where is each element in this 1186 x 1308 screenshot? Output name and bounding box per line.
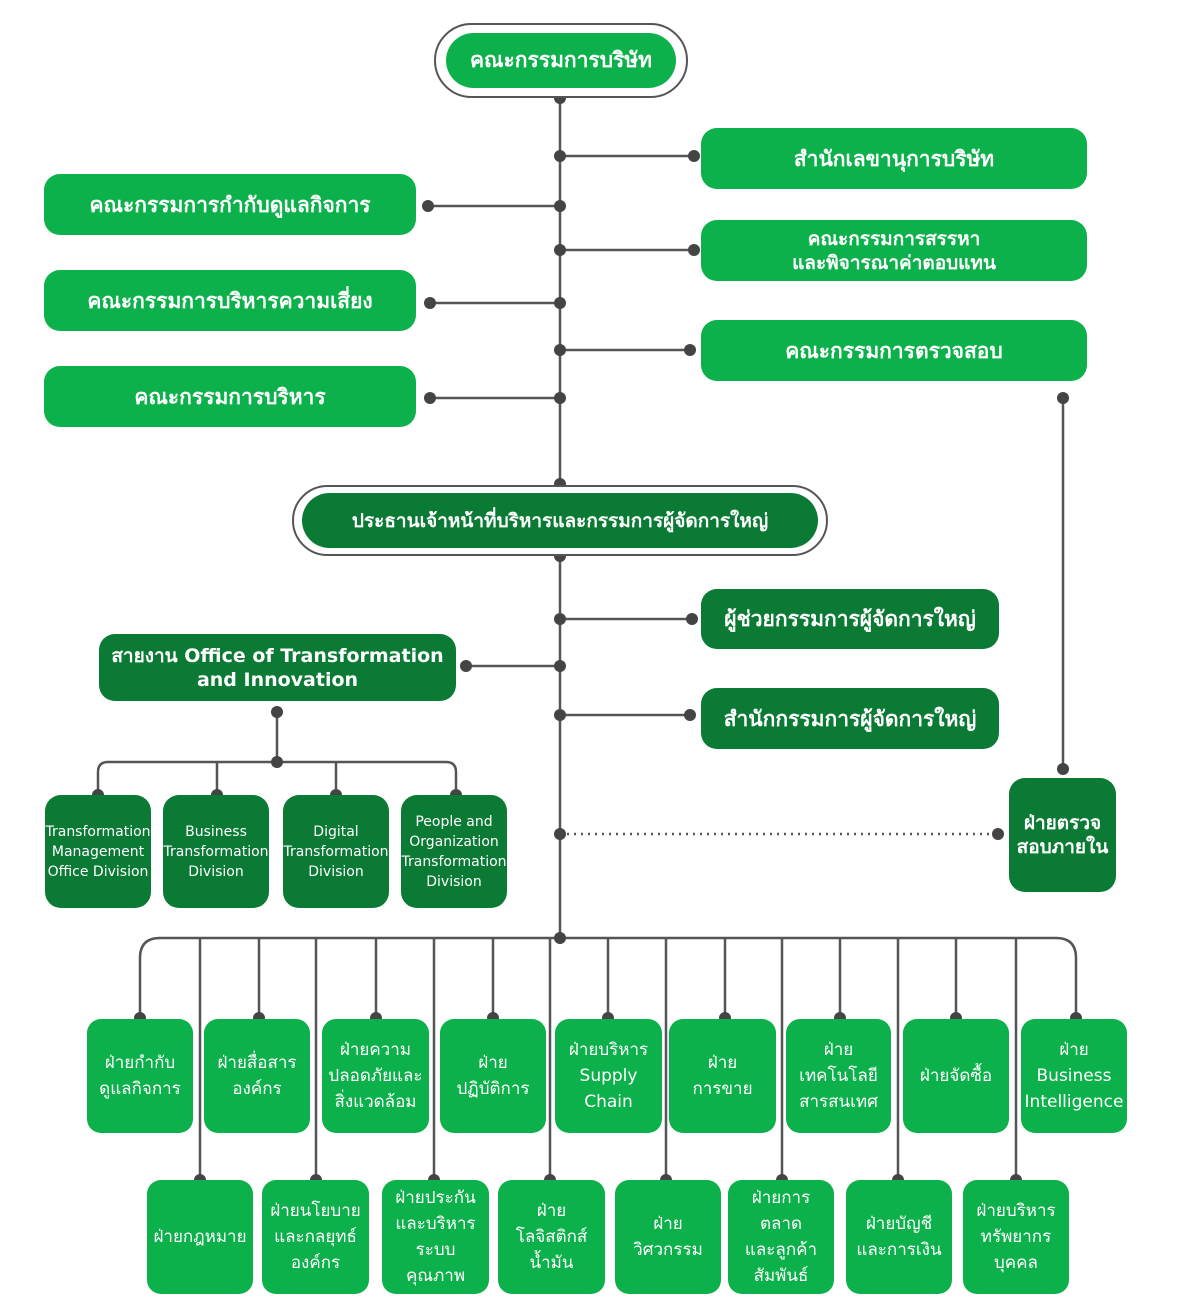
division-node: ฝ่ายจัดซื้อ [903,1019,1009,1133]
division-node: ฝ่ายบัญชี และการเงิน [846,1180,952,1294]
division-node: ฝ่ายบริหาร ทรัพยากร บุคคล [963,1180,1069,1294]
assistant-president-node: ผู้ช่วยกรรมการผู้จัดการใหญ่ [701,589,999,649]
nomination-committee-label: คณะกรรมการสรรหา และพิจารณาค่าตอบแทน [792,227,996,274]
people-transformation-label: People and Organization Transformation D… [401,813,507,890]
risk-committee-node: คณะกรรมการบริหารความเสี่ยง [44,270,416,331]
business-transformation-label: Business Transformation Division [163,823,269,880]
internal-audit-node: ฝ่ายตรวจ สอบภายใน [1009,778,1116,892]
division-node: ฝ่าย การขาย [669,1019,776,1133]
division-label: ฝ่าย ปฏิบัติการ [456,1053,530,1099]
division-node: ฝ่าย Business Intelligence [1021,1019,1127,1133]
assistant-president-label: ผู้ช่วยกรรมการผู้จัดการใหญ่ [724,607,976,631]
company-secretary-label: สำนักเลขานุการบริษัท [793,146,995,171]
division-node: ฝ่ายประกัน และบริหาร ระบบคุณภาพ [382,1180,489,1294]
company-secretary-node: สำนักเลขานุการบริษัท [701,128,1087,189]
transformation-office-node: สายงาน Office of Transformation and Inno… [99,634,456,701]
internal-audit-label: ฝ่ายตรวจ สอบภายใน [1016,812,1109,858]
division-label: ฝ่ายนโยบาย และกลยุทธ์ องค์กร [270,1201,361,1273]
division-label: ฝ่าย เทคโนโลยี สารสนเทศ [799,1040,878,1112]
division-label: ฝ่าย โลจิสติกส์ น้ำมัน [515,1201,588,1273]
division-node: ฝ่ายความ ปลอดภัยและ สิ่งแวดล้อม [322,1019,429,1133]
board-label: คณะกรรมการบริษัท [469,48,652,72]
governance-committee-node: คณะกรรมการกำกับดูแลกิจการ [44,174,416,235]
division-label: ฝ่ายจัดซื้อ [919,1066,993,1086]
division-node: ฝ่าย ปฏิบัติการ [440,1019,546,1133]
division-node: ฝ่าย โลจิสติกส์ น้ำมัน [498,1180,605,1294]
division-node: ฝ่ายกฎหมาย [147,1180,253,1294]
division-label: ฝ่ายกำกับ ดูแลกิจการ [99,1053,181,1099]
transformation-division-label: Transformation Management Office Divisio… [45,823,151,880]
division-label: ฝ่ายบริหาร Supply Chain [568,1040,649,1112]
digital-transformation-label: Digital Transformation Division [283,823,389,880]
president-office-node: สำนักกรรมการผู้จัดการใหญ่ [701,688,999,749]
division-label: ฝ่ายประกัน และบริหาร ระบบคุณภาพ [395,1188,476,1286]
governance-committee-label: คณะกรรมการกำกับดูแลกิจการ [89,192,371,217]
digital-transformation-node: Digital Transformation Division [283,795,389,908]
division-label: ฝ่ายความ ปลอดภัยและ สิ่งแวดล้อม [328,1040,423,1112]
division-node: ฝ่ายการตลาด และลูกค้า สัมพันธ์ [728,1180,834,1294]
business-transformation-node: Business Transformation Division [163,795,269,908]
division-label: ฝ่ายการตลาด และลูกค้า สัมพันธ์ [744,1188,818,1286]
transformation-office-label: สายงาน Office of Transformation and Inno… [111,644,444,691]
ceo-node: ประธานเจ้าหน้าที่บริหารและกรรมการผู้จัดก… [302,493,818,548]
division-label: ฝ่ายบัญชี และการเงิน [856,1214,942,1260]
risk-committee-label: คณะกรรมการบริหารความเสี่ยง [87,288,373,313]
people-transformation-node: People and Organization Transformation D… [401,795,507,908]
division-node: ฝ่ายสื่อสาร องค์กร [204,1019,310,1133]
ceo-label: ประธานเจ้าหน้าที่บริหารและกรรมการผู้จัดก… [351,509,769,532]
division-node: ฝ่ายบริหาร Supply Chain [555,1019,662,1133]
president-office-label: สำนักกรรมการผู้จัดการใหญ่ [723,706,977,731]
division-label: ฝ่ายกฎหมาย [153,1227,247,1247]
executive-committee-label: คณะกรรมการบริหาร [134,384,326,409]
nomination-committee-node: คณะกรรมการสรรหา และพิจารณาค่าตอบแทน [701,220,1087,281]
division-node: ฝ่าย เทคโนโลยี สารสนเทศ [786,1019,891,1133]
division-node: ฝ่าย วิศวกรรม [615,1180,721,1294]
transformation-division-node: Transformation Management Office Divisio… [45,795,151,908]
division-label: ฝ่าย การขาย [692,1053,753,1099]
division-label: ฝ่าย Business Intelligence [1024,1040,1124,1112]
executive-committee-node: คณะกรรมการบริหาร [44,366,416,427]
division-node: ฝ่ายนโยบาย และกลยุทธ์ องค์กร [262,1180,369,1294]
division-label: ฝ่ายบริหาร ทรัพยากร บุคคล [976,1201,1056,1273]
division-label: ฝ่าย วิศวกรรม [633,1214,703,1260]
audit-committee-label: คณะกรรมการตรวจสอบ [785,338,1003,363]
audit-committee-node: คณะกรรมการตรวจสอบ [701,320,1087,381]
division-node: ฝ่ายกำกับ ดูแลกิจการ [87,1019,193,1133]
board-of-directors-node: คณะกรรมการบริษัท [446,33,676,88]
division-label: ฝ่ายสื่อสาร องค์กร [217,1053,297,1099]
